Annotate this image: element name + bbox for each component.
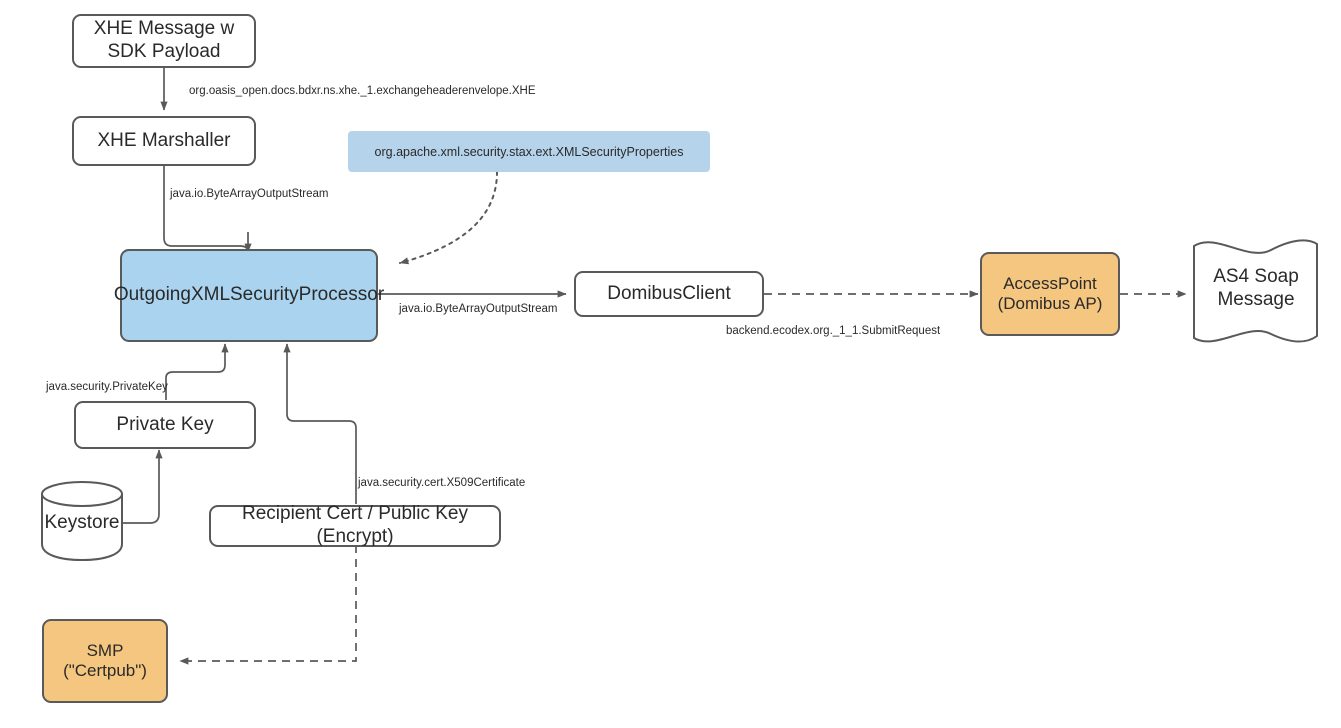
node-smp-label-line2: ("Certpub") — [63, 661, 147, 680]
keystore-cylinder-shape — [41, 481, 123, 562]
edge-marshaller-to-processor — [163, 166, 249, 253]
node-recipient-cert[interactable]: Recipient Cert / Public Key (Encrypt) — [209, 503, 501, 547]
edge-label-byte-stream-client: java.io.ByteArrayOutputStream — [399, 303, 558, 315]
as4-soap-message-wave-shape — [1193, 239, 1318, 343]
node-domibus-client[interactable]: DomibusClient — [574, 271, 764, 317]
edge-label-submit-request: backend.ecodex.org._1_1.SubmitRequest — [726, 325, 941, 337]
node-as4-soap-message-label-line2: Message — [1217, 289, 1295, 310]
node-private-key[interactable]: Private Key — [74, 401, 256, 449]
node-keystore-label-text: Keystore — [44, 511, 120, 533]
edge-label-private-key-type: java.security.PrivateKey — [46, 381, 168, 393]
node-xhe-marshaller-label: XHE Marshaller — [97, 129, 231, 151]
node-outgoing-xml-security-processor-label: OutgoingXMLSecurityProcessor — [113, 284, 385, 306]
node-recipient-cert-label: Recipient Cert / Public Key (Encrypt) — [242, 503, 468, 547]
node-access-point-label-line1: AccessPoint — [1003, 273, 1097, 293]
node-domibus-client-label: DomibusClient — [607, 282, 731, 304]
note-xml-security-properties[interactable]: org.apache.xml.security.stax.ext.XMLSecu… — [348, 131, 710, 172]
node-outgoing-xml-security-processor[interactable]: OutgoingXMLSecurityProcessor — [114, 249, 384, 342]
note-xml-security-properties-label: org.apache.xml.security.stax.ext.XMLSecu… — [374, 144, 684, 159]
node-as4-soap-message-label: AS4 Soap Message — [1204, 258, 1308, 320]
node-xhe-marshaller[interactable]: XHE Marshaller — [72, 116, 256, 166]
node-xhe-message[interactable]: XHE Message w SDK Payload — [72, 14, 256, 68]
edge-xmlsecurityproperties-to-processor — [399, 171, 498, 265]
node-xhe-message-label: XHE Message w SDK Payload — [93, 18, 235, 62]
node-smp[interactable]: SMP ("Certpub") — [42, 619, 168, 703]
edge-label-xhe-type: org.oasis_open.docs.bdxr.ns.xhe._1.excha… — [189, 85, 536, 97]
node-smp-label-line1: SMP — [86, 640, 124, 660]
edge-keystore-to-privatekey — [121, 449, 163, 524]
node-access-point-label-line2: (Domibus AP) — [997, 294, 1103, 313]
node-access-point[interactable]: AccessPoint (Domibus AP) — [980, 252, 1120, 336]
node-keystore-label: Keystore — [42, 511, 122, 535]
edge-label-x509-type: java.security.cert.X509Certificate — [358, 477, 526, 489]
edge-label-byte-stream-marshaller: java.io.ByteArrayOutputStream — [170, 188, 329, 200]
edge-recipientcert-to-processor — [283, 343, 357, 504]
edge-recipientcert-to-smp — [179, 545, 357, 665]
edge-privatekey-to-processor — [165, 343, 229, 400]
node-as4-soap-message-label-line1: AS4 Soap — [1213, 266, 1299, 288]
node-private-key-label: Private Key — [116, 413, 214, 435]
